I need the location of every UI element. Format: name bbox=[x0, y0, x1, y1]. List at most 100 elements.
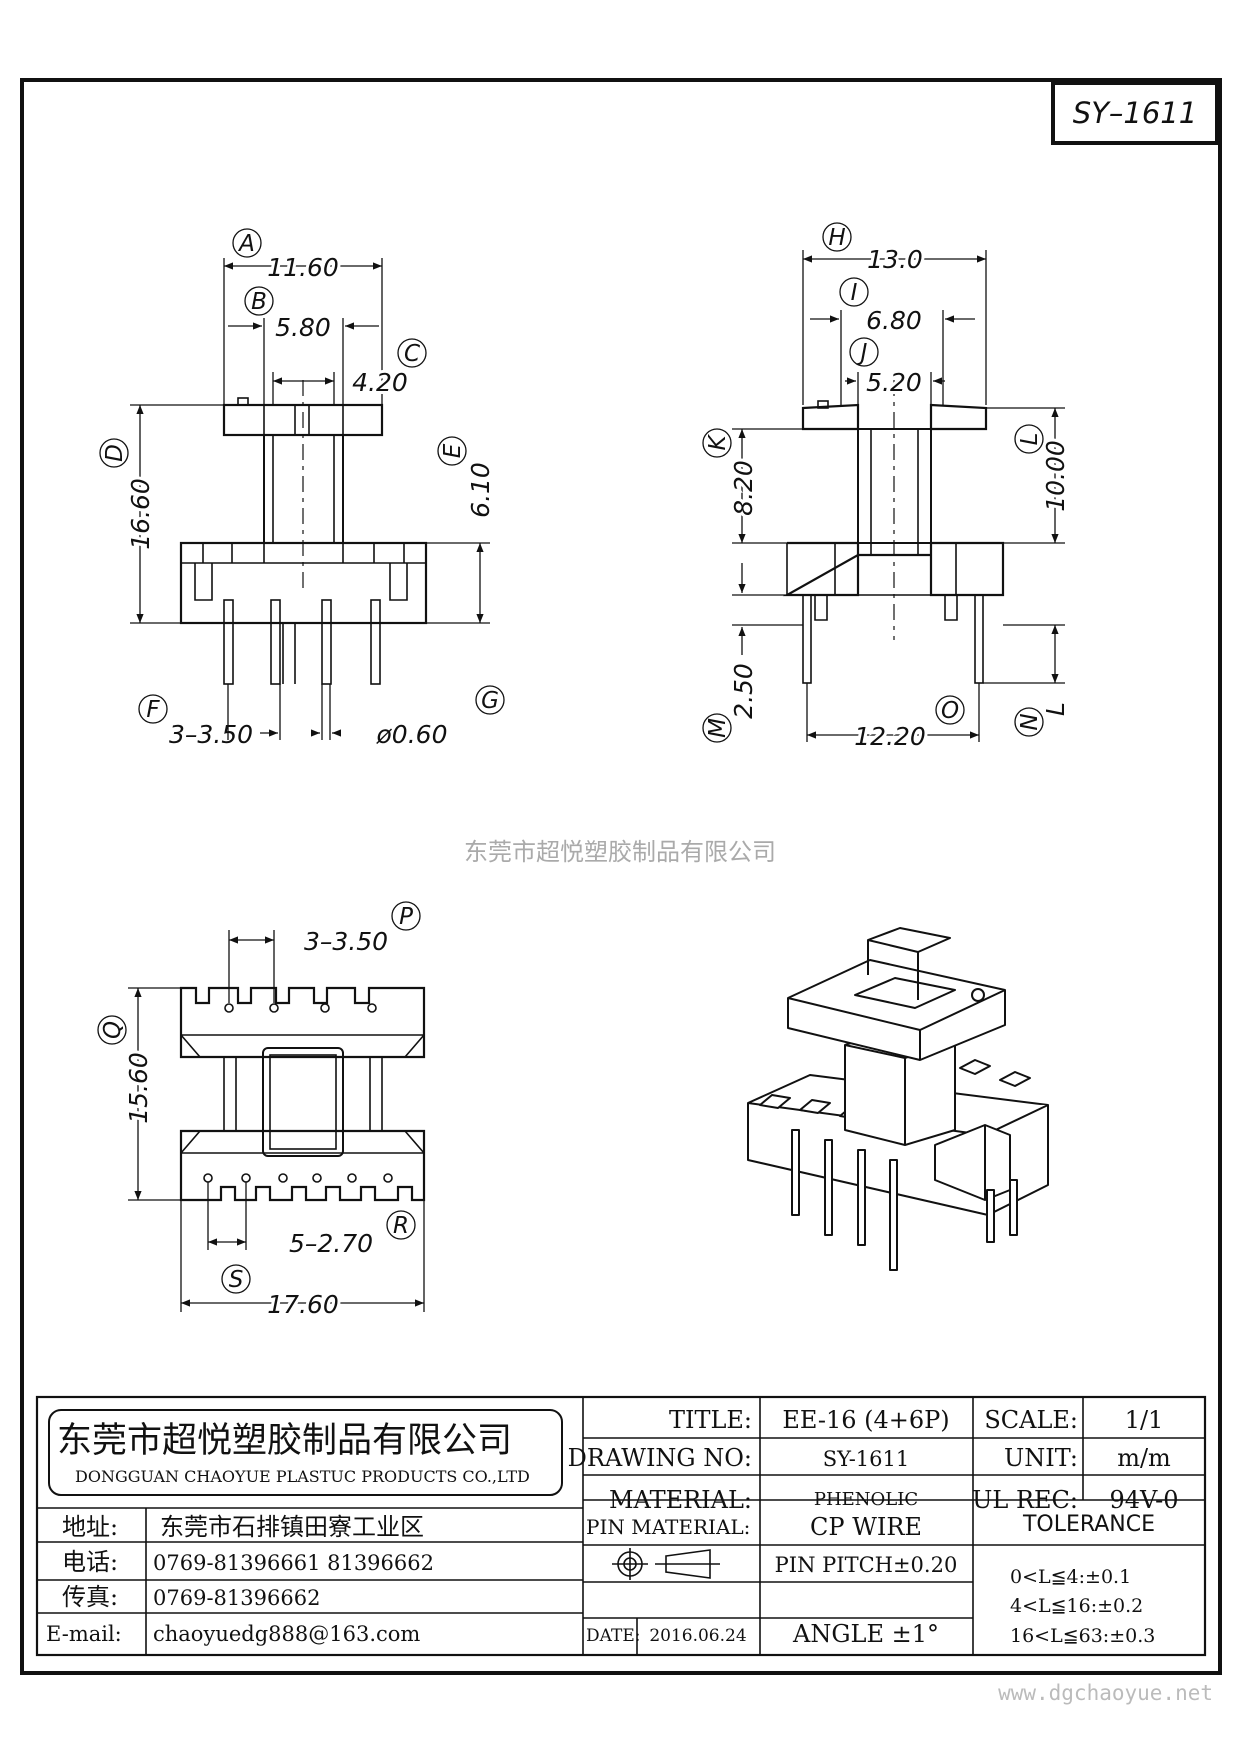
email-label: E-mail: bbox=[46, 1622, 122, 1646]
email-value: chaoyuedg888@163.com bbox=[153, 1622, 420, 1646]
front-base bbox=[179, 541, 428, 625]
side-pin bbox=[802, 594, 812, 684]
dim-o: 12.20 bbox=[854, 722, 926, 751]
dim-p: 3–3.50 bbox=[304, 927, 388, 956]
dim-e: 6.10 bbox=[466, 462, 495, 518]
address-label: 地址: bbox=[62, 1513, 118, 1541]
title-label: TITLE: bbox=[669, 1406, 752, 1434]
label-c: C bbox=[404, 341, 420, 367]
label-q: Q bbox=[100, 1021, 126, 1039]
front-pin bbox=[370, 599, 381, 685]
bottom-view bbox=[179, 986, 426, 1202]
iso-pin bbox=[824, 1139, 833, 1236]
front-dimensions bbox=[130, 258, 490, 740]
label-h: H bbox=[828, 225, 845, 251]
tolerance-line-3: 16<L≦63:±0.3 bbox=[1010, 1625, 1155, 1647]
label-g: G bbox=[481, 688, 499, 714]
iso-pin bbox=[1009, 1179, 1018, 1236]
iso-pin bbox=[791, 1129, 800, 1216]
label-f: F bbox=[146, 697, 160, 723]
drawing-code-box: SY–1611 bbox=[1051, 81, 1219, 145]
bottom-dimensions bbox=[128, 930, 425, 1312]
unit-label: UNIT: bbox=[1004, 1444, 1078, 1472]
pin-pitch: PIN PITCH±0.20 bbox=[775, 1553, 958, 1577]
title-block bbox=[35, 1395, 1207, 1657]
pin-material-label: PIN MATERIAL: bbox=[586, 1515, 750, 1539]
dim-i: 6.80 bbox=[866, 306, 922, 335]
side-base bbox=[782, 541, 1005, 597]
iso-pin bbox=[857, 1149, 866, 1246]
date-value: 2016.06.24 bbox=[649, 1626, 746, 1646]
date-label: DATE: bbox=[586, 1626, 640, 1646]
tolerance-label: TOLERANCE bbox=[1022, 1512, 1155, 1537]
drawing-no-label: DRAWING NO: bbox=[568, 1444, 752, 1472]
watermark: 东莞市超悦塑胶制品有限公司 bbox=[464, 838, 776, 866]
dim-c: 4.20 bbox=[352, 368, 408, 397]
label-o: O bbox=[941, 698, 959, 724]
phone-value: 0769-81396661 81396662 bbox=[153, 1551, 434, 1575]
label-r: R bbox=[393, 1213, 409, 1239]
label-k: K bbox=[705, 434, 731, 451]
dim-n: L bbox=[1041, 702, 1070, 716]
dim-k: 8.20 bbox=[729, 460, 758, 516]
pin-material-value: CP WIRE bbox=[810, 1513, 922, 1541]
dim-g: ø0.60 bbox=[376, 720, 448, 749]
tolerance-line-2: 4<L≦16:±0.2 bbox=[1010, 1595, 1143, 1617]
scale-value: 1/1 bbox=[1125, 1406, 1164, 1434]
dim-a: 11.60 bbox=[267, 253, 339, 282]
drawing-no-value: SY-1611 bbox=[823, 1447, 909, 1471]
dim-f: 3–3.50 bbox=[169, 720, 253, 749]
front-pin bbox=[223, 599, 234, 685]
label-s: S bbox=[229, 1267, 244, 1293]
front-pin bbox=[321, 599, 332, 685]
label-e: E bbox=[440, 443, 466, 458]
company-name-en: DONGGUAN CHAOYUE PLASTUC PRODUCTS CO.,LT… bbox=[75, 1467, 530, 1486]
label-p: P bbox=[399, 904, 413, 930]
side-view bbox=[782, 380, 1005, 684]
isometric-view bbox=[747, 927, 1049, 1271]
drawing-border bbox=[20, 78, 1222, 1675]
fax-label: 传真: bbox=[62, 1583, 118, 1611]
title-block-text: 东莞市超悦塑胶制品有限公司 DONGGUAN CHAOYUE PLASTUC P… bbox=[46, 1406, 1179, 1648]
side-dimensions bbox=[732, 250, 1065, 742]
front-view bbox=[179, 380, 428, 685]
unit-value: m/m bbox=[1117, 1444, 1171, 1472]
label-b: B bbox=[251, 289, 267, 315]
material-value: PHENOLIC bbox=[814, 1489, 918, 1510]
website: www.dgchaoyue.net bbox=[998, 1681, 1213, 1705]
dim-m: 2.50 bbox=[729, 663, 758, 719]
side-labels: H 13.0 I 6.80 J 5.20 K 8.20 L 10.00 M 2.… bbox=[702, 222, 1073, 754]
dim-r: 5–2.70 bbox=[289, 1229, 373, 1258]
label-a: A bbox=[237, 231, 255, 257]
company-name-cn: 东莞市超悦塑胶制品有限公司 bbox=[57, 1421, 512, 1461]
title-value: EE-16 (4+6P) bbox=[782, 1406, 949, 1434]
dim-d: 16.60 bbox=[126, 478, 155, 550]
label-i: I bbox=[851, 280, 858, 306]
front-labels: A 11.60 B 5.80 C 4.20 D 16.60 E 6.10 F 3… bbox=[99, 228, 505, 749]
label-l: L bbox=[1017, 433, 1043, 446]
ul-rec-label: UL REC: bbox=[972, 1486, 1078, 1514]
iso-pin bbox=[889, 1159, 898, 1271]
iso-pin bbox=[986, 1189, 995, 1243]
tolerance-line-1: 0<L≦4:±0.1 bbox=[1010, 1566, 1131, 1588]
fax-value: 0769-81396662 bbox=[153, 1586, 320, 1610]
label-d: D bbox=[102, 444, 128, 462]
projection-symbol-icon bbox=[612, 1548, 720, 1580]
bottom-core bbox=[262, 1047, 344, 1157]
front-pin bbox=[270, 599, 281, 685]
angle: ANGLE ±1° bbox=[792, 1620, 939, 1648]
label-j: J bbox=[857, 340, 868, 366]
dim-q: 15.60 bbox=[124, 1052, 153, 1124]
bottom-labels: P 3–3.50 Q 15.60 R 5–2.70 S 17.60 bbox=[97, 901, 421, 1322]
side-top-flange-left bbox=[801, 403, 860, 431]
phone-label: 电话: bbox=[62, 1548, 118, 1576]
ul-rec-value: 94V-0 bbox=[1109, 1486, 1178, 1514]
bottom-bottom-row bbox=[179, 1129, 426, 1202]
address-value: 东莞市石排镇田寮工业区 bbox=[160, 1513, 424, 1541]
dim-s: 17.60 bbox=[267, 1290, 339, 1319]
drawing-code: SY–1611 bbox=[1073, 96, 1197, 130]
material-label: MATERIAL: bbox=[609, 1486, 752, 1514]
side-pin bbox=[974, 594, 984, 684]
dim-l: 10.00 bbox=[1041, 440, 1070, 512]
